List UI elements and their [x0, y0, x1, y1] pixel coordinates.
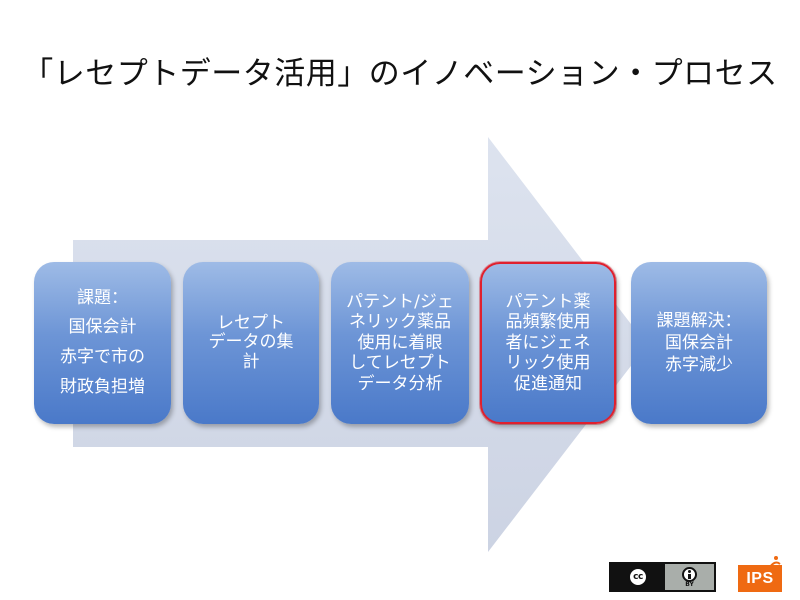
attribution-person-icon [682, 566, 697, 582]
ips-logo-text: IPS [738, 565, 782, 592]
step-5-line: 赤字減少 [665, 355, 733, 376]
step-4-line: 者にジェネ [505, 332, 591, 353]
step-2-line: データの集 [208, 332, 294, 353]
step-5-box: 課題解決： 国保会計 赤字減少 [631, 262, 767, 424]
step-1-text: 課題： 国保会計 赤字で市の 財政負担増 [60, 284, 145, 403]
step-2-line: レセプト [217, 312, 285, 333]
step-4-text: パテント薬 品頻繁使用 者にジェネ リック使用 促進通知 [506, 292, 591, 394]
step-1-box: 課題： 国保会計 赤字で市の 財政負担増 [34, 262, 171, 424]
step-3-line: 使用に着眼 [357, 332, 443, 353]
step-1-line: 財政負担増 [60, 376, 145, 397]
by-label: BY [685, 580, 694, 588]
step-5-text: 課題解決： 国保会計 赤字減少 [657, 310, 742, 376]
step-3-line: データ分析 [357, 373, 443, 394]
step-4-line: 促進通知 [514, 373, 582, 394]
step-5-line: 国保会計 [665, 332, 733, 353]
step-4-line: リック使用 [505, 353, 591, 374]
step-3-box: パテント/ジェ ネリック薬品 使用に着眼 してレセプト データ分析 [331, 262, 469, 424]
cc-icon: cc [628, 567, 648, 587]
step-4-line: 品頻繁使用 [505, 312, 591, 333]
step-3-line: してレセプト [349, 353, 451, 374]
step-3-line: ネリック薬品 [348, 312, 451, 333]
step-2-text: レセプト データの集 計 [208, 312, 294, 373]
ips-logo: IPS [738, 556, 782, 592]
step-2-box: レセプト データの集 計 [183, 262, 319, 424]
step-1-line: 国保会計 [68, 317, 137, 338]
step-2-line: 計 [242, 351, 260, 372]
cc-section: cc [611, 564, 665, 590]
step-1-line: 課題： [77, 287, 128, 308]
step-4-line: パテント薬 [505, 292, 591, 313]
cc-by-license-badge[interactable]: cc BY [609, 562, 716, 592]
step-1-line: 赤字で市の [60, 347, 145, 367]
slide-title: 「レセプトデータ活用」のイノベーション・プロセス [22, 56, 778, 92]
by-section: BY [665, 564, 714, 590]
step-5-line: 課題解決： [656, 310, 742, 331]
step-3-text: パテント/ジェ ネリック薬品 使用に着眼 してレセプト データ分析 [346, 292, 454, 394]
step-3-line: パテント/ジェ [346, 292, 454, 313]
step-4-box-highlighted: パテント薬 品頻繁使用 者にジェネ リック使用 促進通知 [480, 262, 616, 424]
